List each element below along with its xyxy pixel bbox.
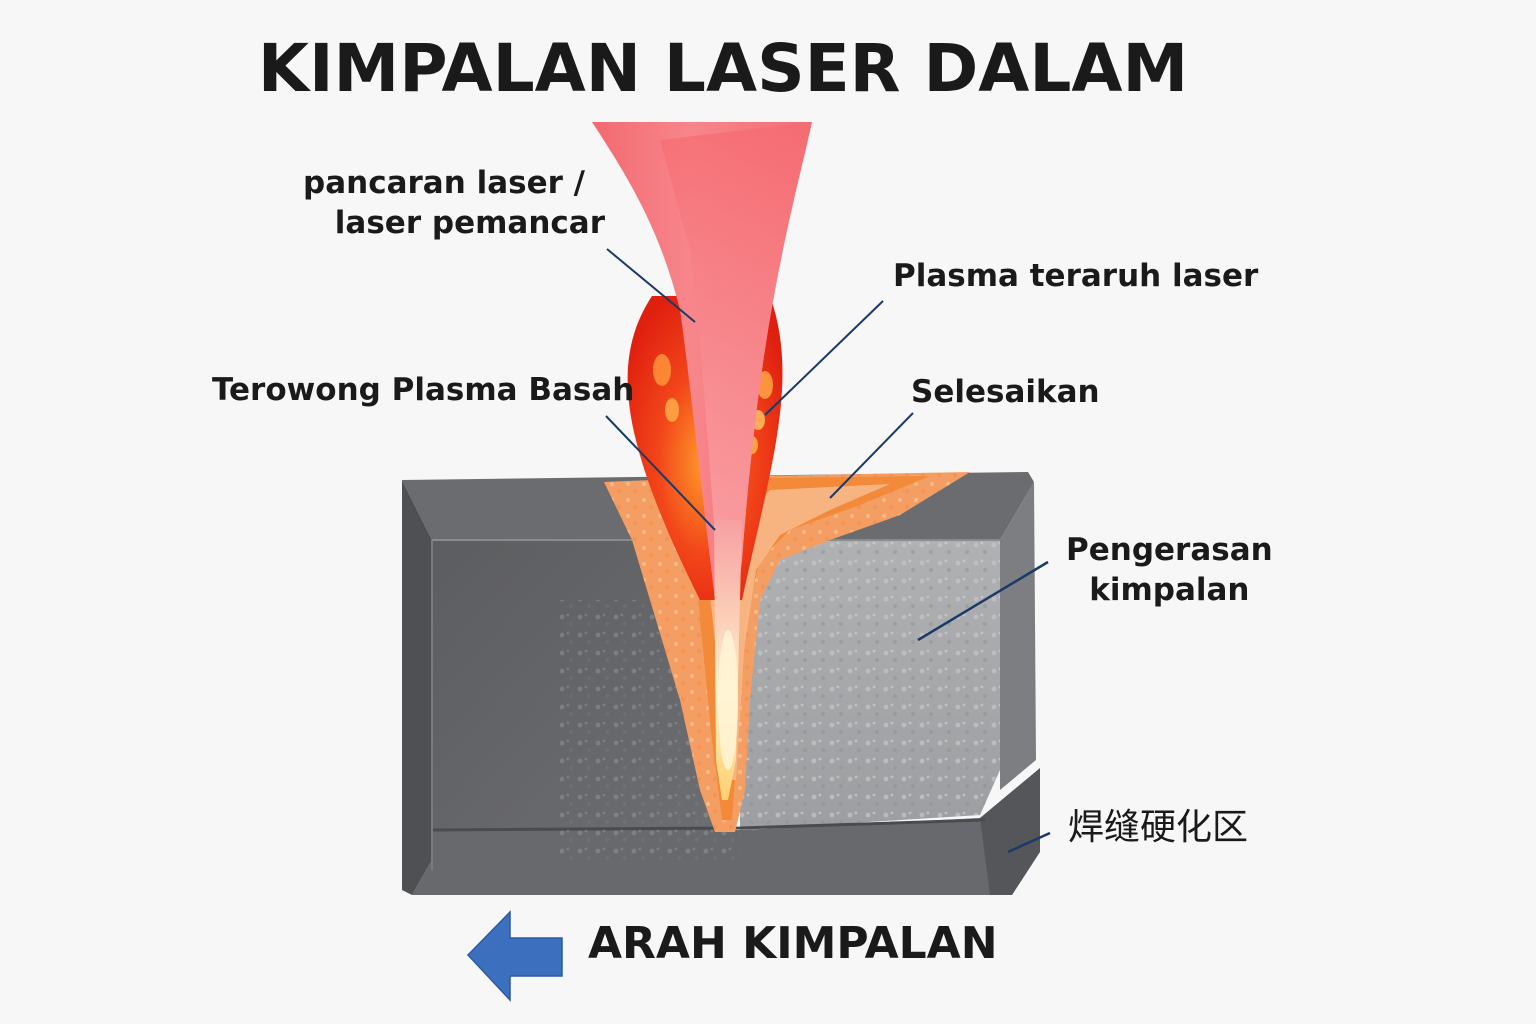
label-weld-hardening: Pengerasan kimpalan xyxy=(1066,530,1273,610)
label-weld-hardening-line2: kimpalan xyxy=(1089,572,1250,608)
diagram-title: KIMPALAN LASER DALAM xyxy=(257,30,1189,107)
leader-lines xyxy=(360,248,1130,854)
label-laser-beam-line1: pancaran laser / xyxy=(303,165,585,201)
arrow-left-icon xyxy=(466,910,563,1002)
label-finish: Selesaikan xyxy=(911,374,1100,410)
laser-beam xyxy=(592,122,812,800)
welding-direction-label: ARAH KIMPALAN xyxy=(588,918,998,969)
label-laser-beam: pancaran laser / laser pemancar xyxy=(250,163,605,243)
label-weld-hardening-line1: Pengerasan xyxy=(1066,532,1273,568)
label-laser-induced-plasma: Plasma teraruh laser xyxy=(893,258,1259,294)
label-weld-hardening-zone-cn: 焊缝硬化区 xyxy=(1068,807,1249,848)
label-laser-beam-line2: laser pemancar xyxy=(334,205,605,241)
label-wet-plasma-tunnel: Terowong Plasma Basah xyxy=(212,372,635,408)
